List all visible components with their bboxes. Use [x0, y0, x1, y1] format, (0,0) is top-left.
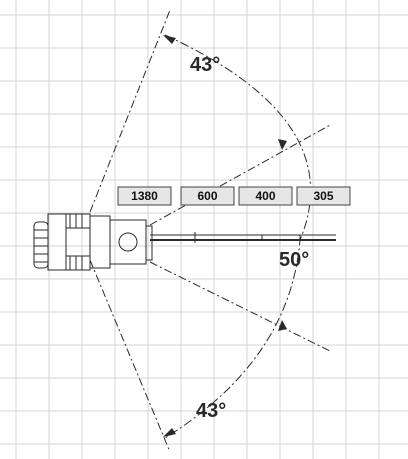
arc-arrows	[163, 35, 287, 437]
lower-mid-arrow	[278, 320, 287, 331]
upper-mid-line	[149, 123, 333, 226]
segment-box	[180, 186, 235, 206]
segment-label: 400	[255, 189, 275, 203]
segment-box	[117, 186, 172, 206]
machine-base	[33, 213, 153, 271]
slew-limit-lines	[89, 9, 333, 453]
angle-label-middle: 50°	[279, 249, 309, 271]
segment-box	[238, 186, 293, 206]
segment-label: 305	[313, 189, 333, 203]
segment-label: 1380	[131, 189, 158, 203]
segment-label: 600	[197, 189, 217, 203]
upper-mid-arrow	[278, 139, 287, 150]
angle-label-upper: 43°	[190, 54, 220, 76]
lower-end-arrow	[163, 428, 176, 437]
segment-box	[296, 186, 351, 206]
lower-mid-line	[149, 261, 333, 353]
lower-limit-line	[89, 259, 171, 453]
upper-start-arrow	[163, 35, 176, 44]
upper-limit-line	[89, 9, 171, 213]
boom	[150, 232, 336, 243]
angle-label-lower: 43°	[196, 400, 226, 422]
